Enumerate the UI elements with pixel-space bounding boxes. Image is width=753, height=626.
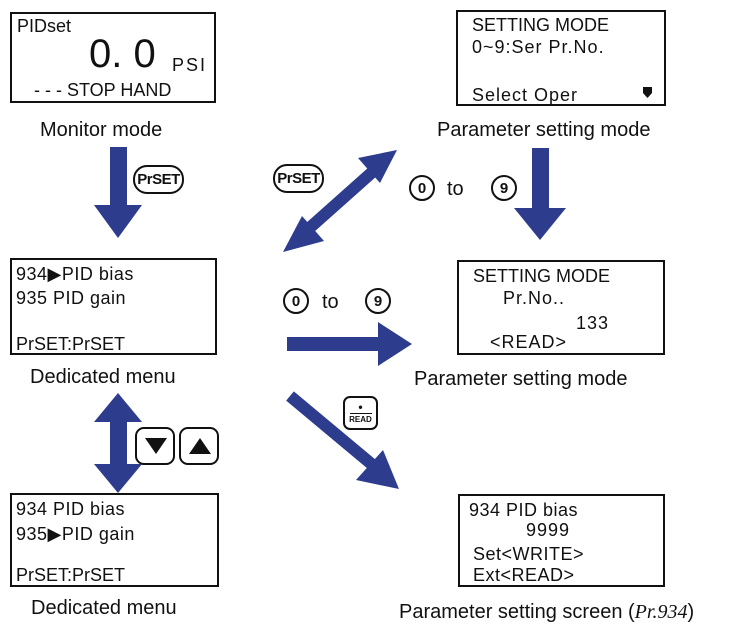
dedicated-menu-display-1: 934▶PID bias 935 PID gain PrSET:PrSET [10, 258, 217, 355]
setting-mode-line2: 0~9:Ser Pr.No. [472, 37, 605, 57]
read-key-label: READ [349, 415, 372, 425]
pid-caption: Parameter setting screen (Pr.934) [399, 602, 694, 622]
monitor-status: - - - STOP HAND [34, 80, 172, 100]
menu2-line2: 935▶PID gain [16, 524, 135, 544]
monitor-title: PIDset [17, 16, 72, 36]
monitor-caption: Monitor mode [40, 119, 163, 141]
pid-line2: 9999 [526, 520, 571, 540]
menu1-caption: Dedicated menu [30, 366, 176, 388]
monitor-display: PIDset 0. 0 PSI - - - STOP HAND [10, 12, 216, 103]
menu2-line3: PrSET:PrSET [16, 565, 126, 585]
setting2-line4: <READ> [490, 332, 568, 352]
scroll-down-indicator-icon [643, 87, 652, 98]
monitor-value: 0. 0 [89, 32, 156, 76]
menu2-caption: Dedicated menu [31, 597, 177, 619]
read-key-divider [349, 412, 372, 415]
setting2-line1: SETTING MODE [473, 266, 611, 286]
setting2-line2: Pr.No.. [503, 288, 566, 308]
digit-9-key-1[interactable]: 9 [491, 175, 517, 201]
read-key[interactable]: • READ [343, 396, 378, 430]
arrow-menu-vertical-double [94, 393, 142, 493]
setting-mode-line3: Select Oper [472, 85, 579, 105]
arrow-menu-setting-double [283, 150, 397, 252]
setting-mode-line1: SETTING MODE [472, 15, 610, 35]
arrow-menu-to-pidscreen [286, 391, 399, 489]
setting2-line3: 133 [576, 313, 610, 333]
pid-parameter-display: 934 PID bias 9999 Set<WRITE> Ext<READ> [458, 494, 665, 587]
menu1-line1: 934▶PID bias [16, 264, 134, 284]
digit-0-key-2[interactable]: 0 [283, 288, 309, 314]
setting-mode-display-2: SETTING MODE Pr.No.. 133 <READ> [457, 260, 665, 355]
to-label-1: to [447, 178, 464, 200]
monitor-unit: PSI [172, 55, 208, 75]
read-key-dot: • [358, 399, 363, 414]
to-label-2: to [322, 291, 339, 313]
up-key[interactable] [179, 427, 219, 465]
setting2-caption: Parameter setting mode [414, 368, 628, 390]
pid-caption-end: ) [687, 601, 695, 623]
triangle-down-icon [144, 436, 167, 456]
setting-mode-caption: Parameter setting mode [437, 119, 651, 141]
digit-0-key-1[interactable]: 0 [409, 175, 435, 201]
prset-key-2[interactable]: PrSET [273, 164, 324, 193]
down-key[interactable] [135, 427, 175, 465]
pid-caption-param: Pr.934 [634, 601, 688, 623]
menu1-line2: 935 PID gain [16, 288, 127, 308]
arrow-setting-to-setting [514, 148, 566, 240]
pid-line1: 934 PID bias [469, 500, 579, 520]
setting-mode-display: SETTING MODE 0~9:Ser Pr.No. Select Oper [456, 10, 666, 106]
pid-caption-text: Parameter setting screen ( [399, 601, 635, 623]
arrow-monitor-to-menu [94, 147, 142, 238]
triangle-up-icon [188, 436, 211, 456]
arrow-menu-to-setting2 [287, 322, 412, 366]
pid-line3: Set<WRITE> [473, 544, 585, 564]
prset-key-1[interactable]: PrSET [133, 165, 184, 194]
menu1-line3: PrSET:PrSET [16, 334, 126, 354]
dedicated-menu-display-2: 934 PID bias 935▶PID gain PrSET:PrSET [10, 493, 219, 587]
menu2-line1: 934 PID bias [16, 499, 126, 519]
digit-9-key-2[interactable]: 9 [365, 288, 391, 314]
pid-line4: Ext<READ> [473, 565, 575, 585]
